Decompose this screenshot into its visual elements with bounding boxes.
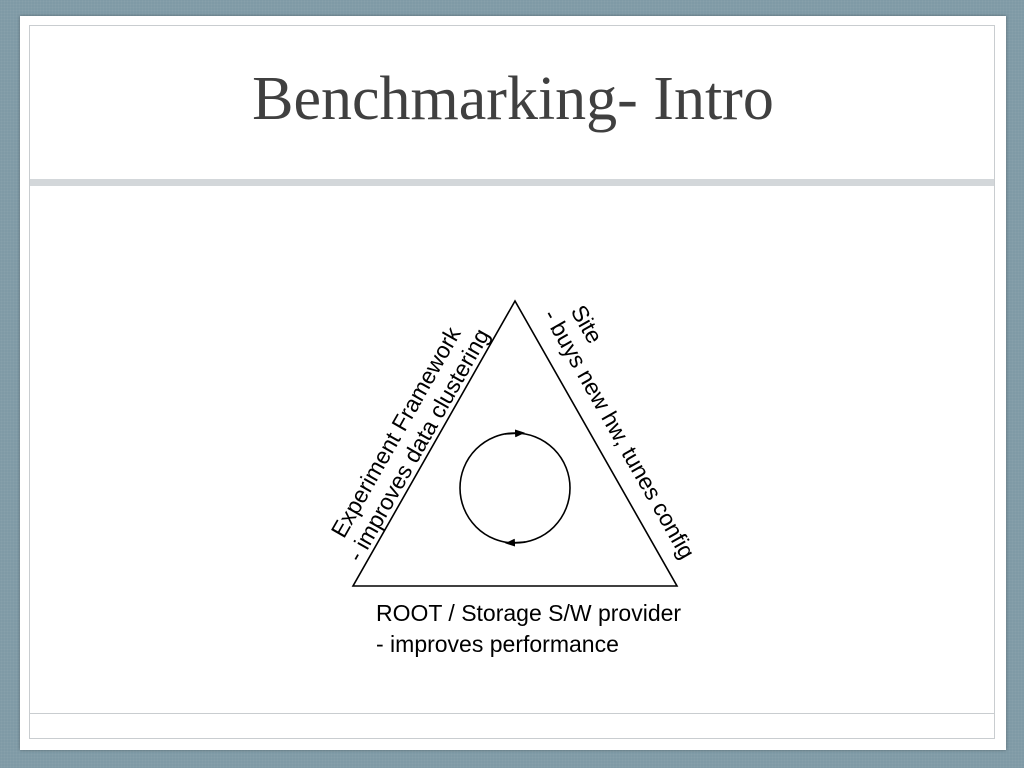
left-label-line2: - improves data clustering bbox=[342, 324, 495, 566]
slide-title: Benchmarking- Intro bbox=[252, 65, 774, 133]
bottom-label-line1: ROOT / Storage S/W provider bbox=[376, 600, 681, 626]
left-side-label: Experiment Framework - improves data clu… bbox=[326, 322, 495, 566]
slide: Benchmarking- Intro bbox=[20, 16, 1006, 750]
circular-arrows-icon bbox=[459, 429, 571, 547]
arrow-top-icon bbox=[504, 429, 525, 438]
right-label-line2: - buys new hw, tunes config bbox=[538, 305, 700, 564]
bottom-side-label: ROOT / Storage S/W provider - improves p… bbox=[376, 600, 681, 657]
footer-divider bbox=[30, 713, 994, 714]
triangle-shape bbox=[351, 299, 679, 587]
arrow-bottom-icon bbox=[505, 538, 526, 547]
title-divider bbox=[30, 179, 994, 186]
right-side-label: Site - buys new hw, tunes config bbox=[538, 300, 700, 564]
bottom-label-line2: - improves performance bbox=[376, 631, 619, 657]
slide-inner-border bbox=[29, 25, 995, 739]
